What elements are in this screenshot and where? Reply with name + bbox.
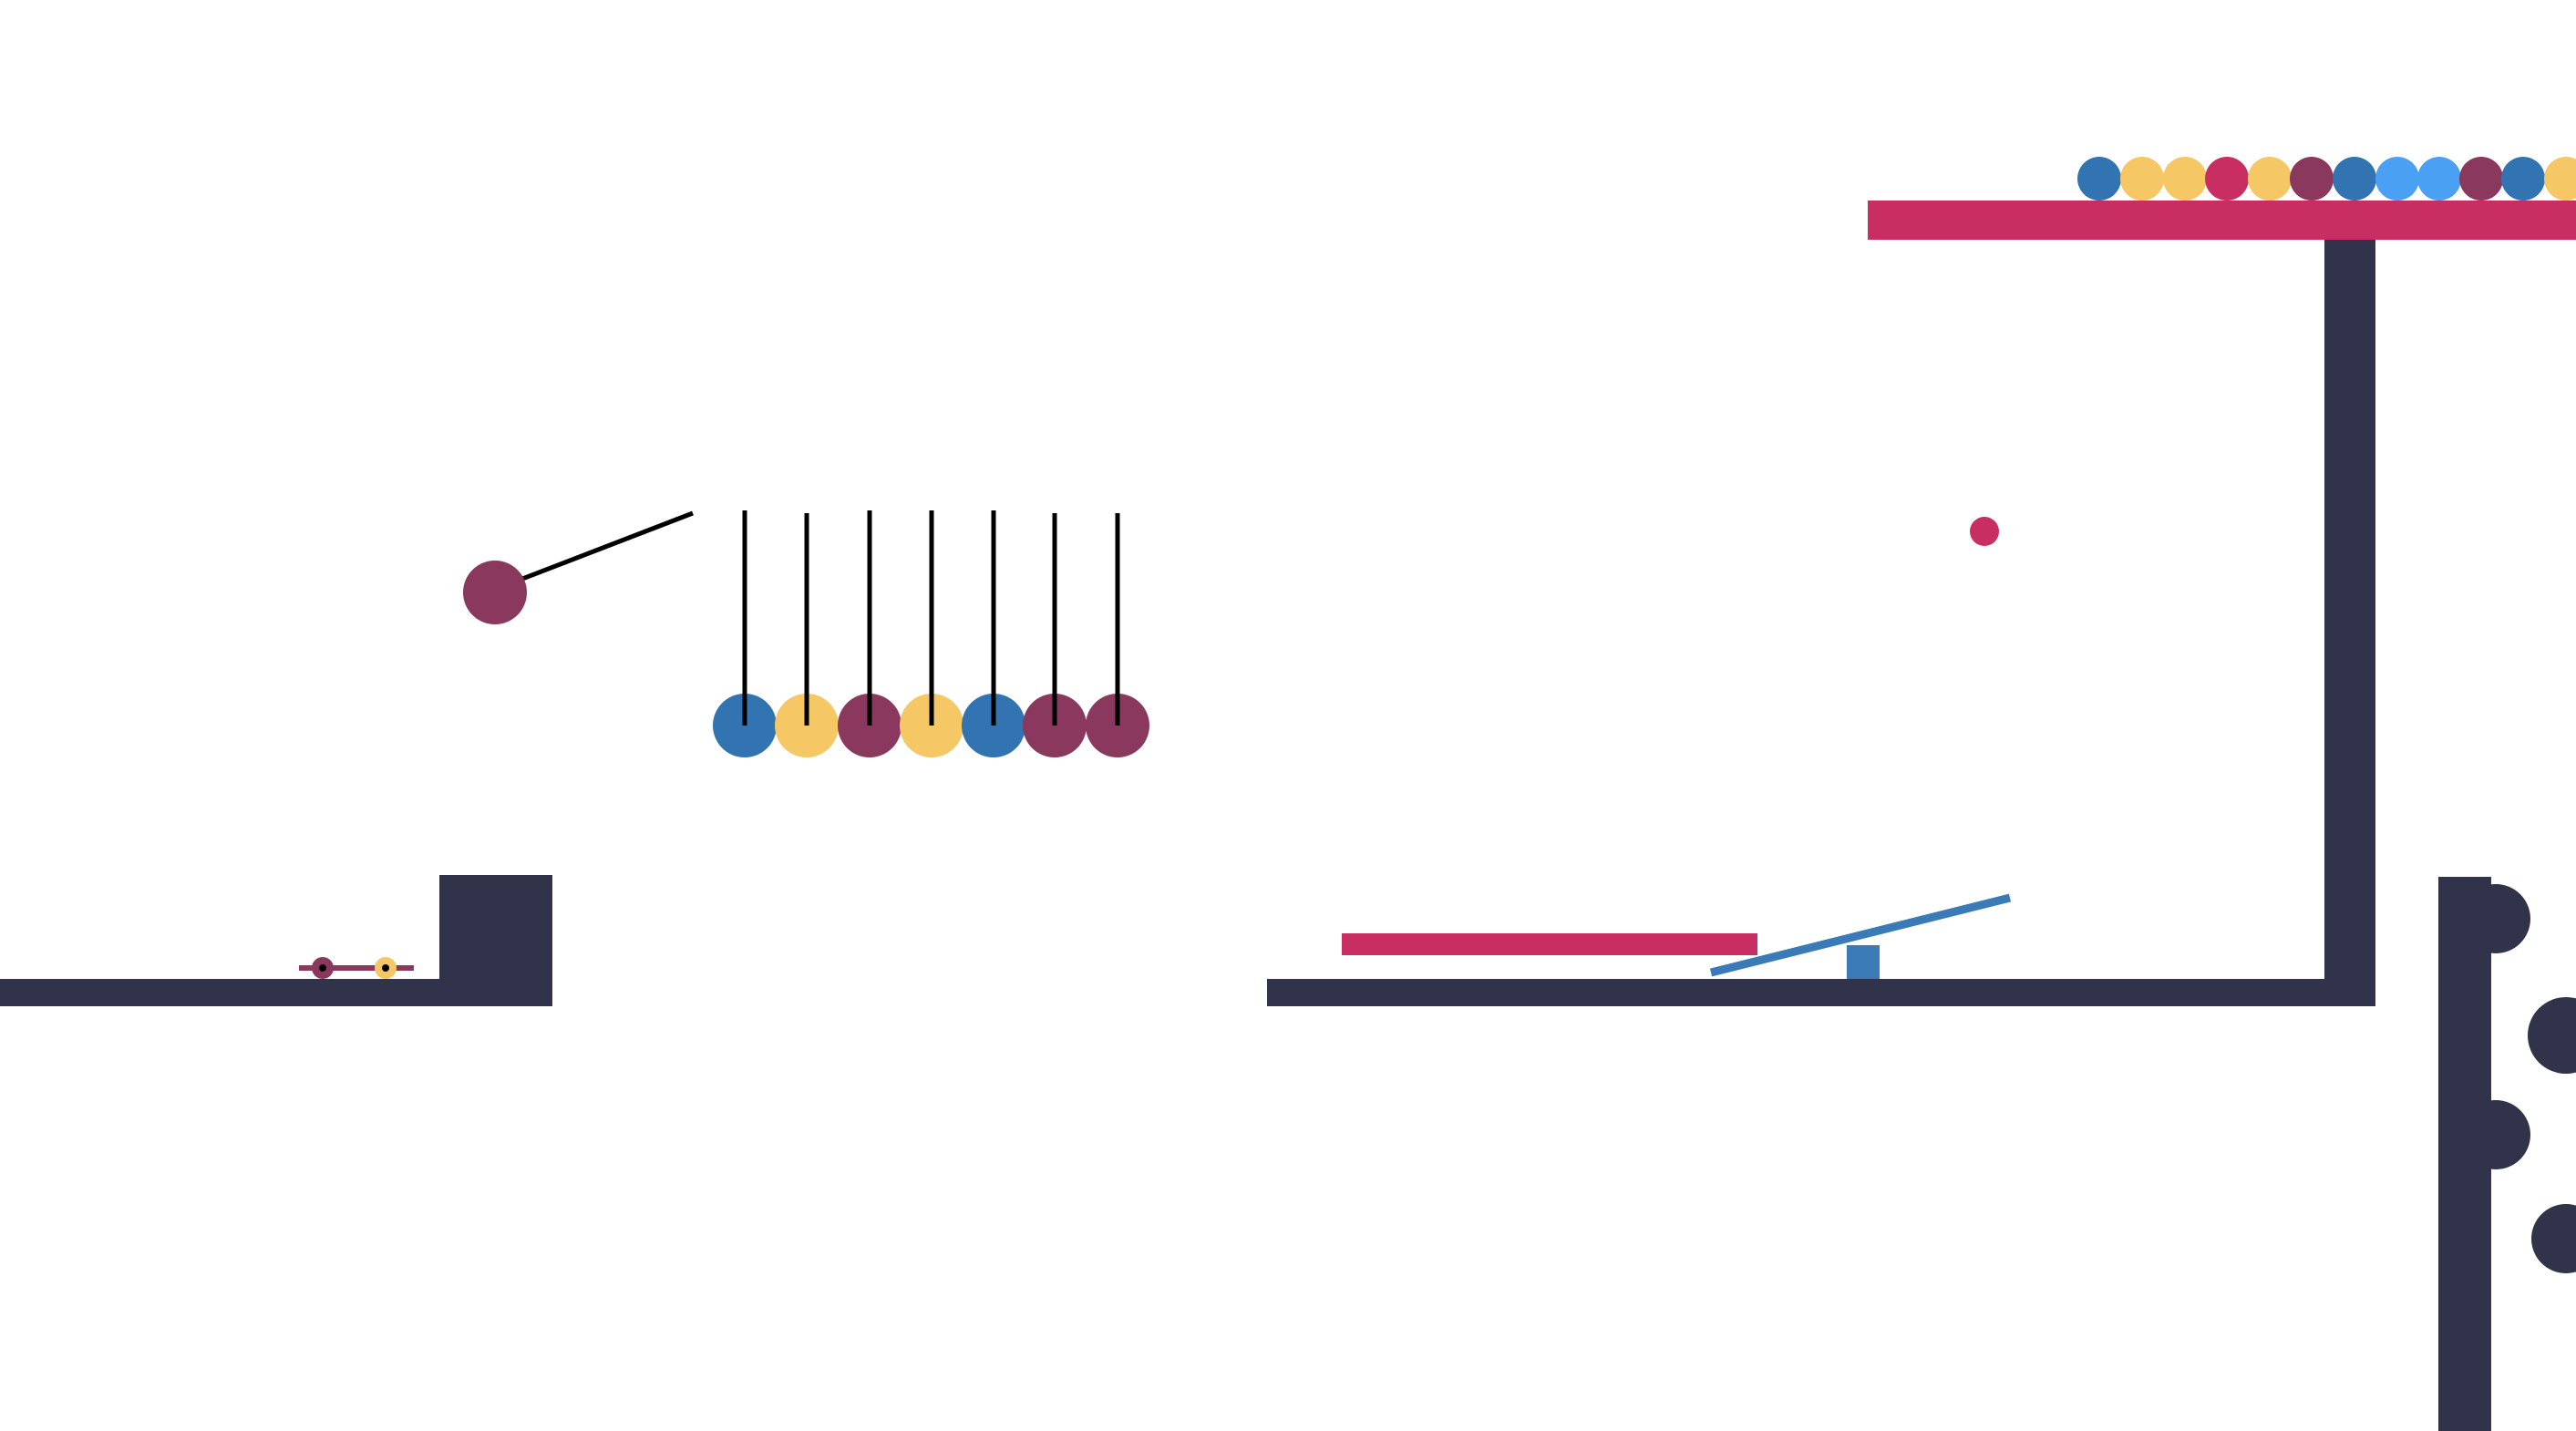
shelf-ball-11[interactable] bbox=[2501, 157, 2545, 201]
bumper-4 bbox=[2531, 1204, 2576, 1273]
shelf-ball-5[interactable] bbox=[2248, 157, 2292, 201]
top-shelf bbox=[1868, 201, 2576, 240]
ground-right bbox=[1267, 979, 2375, 1006]
bumper-2 bbox=[2528, 997, 2576, 1074]
shelf-ball-2[interactable] bbox=[2120, 157, 2164, 201]
pendulum-string bbox=[493, 510, 694, 592]
shelf-ball-1[interactable] bbox=[2077, 157, 2121, 201]
seesaw-pivot bbox=[1847, 945, 1880, 979]
shelf-ball-7[interactable] bbox=[2333, 157, 2376, 201]
shelf-ball-8[interactable] bbox=[2375, 157, 2419, 201]
bumper-3 bbox=[2461, 1100, 2530, 1169]
slider-knob-center-2 bbox=[382, 964, 389, 972]
bumper-1 bbox=[2461, 884, 2530, 953]
released-ball[interactable] bbox=[463, 561, 527, 624]
seesaw-beam[interactable] bbox=[1709, 893, 2012, 977]
shelf-ball-3[interactable] bbox=[2163, 157, 2207, 201]
bumper-wall bbox=[2438, 877, 2576, 1431]
slider-knob-center-1 bbox=[319, 964, 326, 972]
shelf-ball-9[interactable] bbox=[2417, 157, 2461, 201]
floating-ball[interactable] bbox=[1970, 517, 1999, 546]
shelf-ball-6[interactable] bbox=[2290, 157, 2334, 201]
slider-knobs bbox=[312, 957, 397, 979]
released-pendulum[interactable] bbox=[463, 510, 694, 624]
shelf-ball-row bbox=[2077, 157, 2576, 201]
shelf-ball-12[interactable] bbox=[2544, 157, 2576, 201]
slider-bar bbox=[299, 965, 414, 971]
right-column bbox=[2324, 240, 2375, 1006]
crimson-plank[interactable] bbox=[1342, 933, 1757, 955]
shelf-ball-4[interactable] bbox=[2205, 157, 2249, 201]
newtons-cradle bbox=[713, 510, 1149, 757]
small-slider[interactable] bbox=[299, 957, 414, 979]
ground-left bbox=[0, 979, 447, 1006]
shelf-ball-10[interactable] bbox=[2459, 157, 2503, 201]
seesaw[interactable] bbox=[1709, 893, 2012, 979]
dark-block[interactable] bbox=[439, 875, 552, 1006]
